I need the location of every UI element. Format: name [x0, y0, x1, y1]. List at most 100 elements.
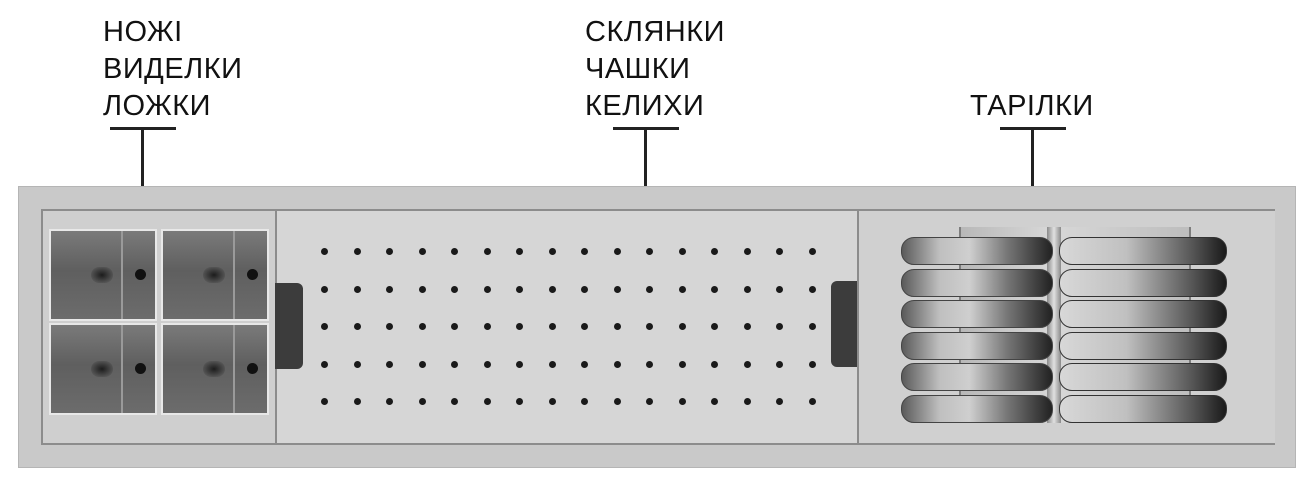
perforation-hole [613, 285, 621, 293]
perforation-hole [548, 248, 556, 255]
cup-wall [121, 231, 123, 319]
perforation-hole [386, 360, 393, 368]
cutlery-label: НОЖІ ВИДЕЛКИ ЛОЖКИ [103, 14, 242, 125]
perforation-hole [808, 285, 816, 293]
perforation-hole [743, 248, 751, 255]
perforation-hole [451, 323, 458, 330]
plate-slot-right [1059, 300, 1227, 328]
perforation-hole [646, 398, 653, 405]
cutlery-leader-stem [141, 128, 144, 190]
perforation-hole [386, 285, 393, 293]
perforation-hole [516, 323, 523, 330]
plates-compartment [857, 211, 1275, 443]
drawer-insert [41, 209, 1275, 445]
perforation-hole [613, 323, 621, 330]
cup-shade [91, 361, 113, 377]
perforation-hole [711, 285, 718, 293]
perforation-hole [743, 285, 751, 293]
cups-label: СКЛЯНКИ ЧАШКИ КЕЛИХИ [585, 14, 725, 125]
perforation-hole [808, 323, 816, 330]
perforation-hole [776, 398, 783, 405]
perforation-hole [711, 248, 718, 255]
cutlery-cup [49, 229, 157, 321]
perforation-hole [548, 285, 556, 293]
perforation-hole [451, 285, 458, 293]
perforation-hole [548, 323, 556, 330]
perforation-hole [581, 323, 588, 330]
perforation-hole [776, 360, 783, 368]
perforation-hole [386, 248, 393, 255]
perforation-hole [451, 248, 458, 255]
cutlery-label-line-1: НОЖІ [103, 16, 183, 48]
cup-drain-hole [247, 269, 258, 280]
perforation-hole [483, 323, 491, 330]
perforation-hole [743, 360, 751, 368]
perforation-hole [613, 360, 621, 368]
perforation-hole [483, 285, 491, 293]
cup-wall [121, 325, 123, 413]
perforation-hole [646, 360, 653, 368]
plate-slot-left [901, 268, 1053, 297]
cups-label-line-1: СКЛЯНКИ [585, 16, 725, 48]
cup-wall [233, 325, 235, 413]
plate-slot-left [901, 331, 1053, 360]
perforation-hole [353, 398, 361, 405]
cup-shade [203, 361, 225, 377]
perforation-hole [516, 285, 523, 293]
perforation-hole [808, 360, 816, 368]
right-handle [831, 281, 859, 367]
cup-shade [203, 267, 225, 283]
perforation-hole [646, 285, 653, 293]
cutlery-compartment [43, 211, 277, 443]
perforation-hole [418, 323, 426, 330]
perforation-hole [321, 248, 328, 255]
cup-wall [233, 231, 235, 319]
perforation-hole [808, 398, 816, 405]
perforation-hole [353, 285, 361, 293]
perforation-hole [776, 323, 783, 330]
cups-label-line-3: КЕЛИХИ [585, 90, 705, 122]
perforation-hole [711, 398, 718, 405]
perforation-hole [678, 398, 686, 405]
plate-slot-right [1059, 237, 1227, 265]
plate-slot-left [901, 300, 1053, 328]
perforation-hole [581, 248, 588, 255]
perforation-hole [743, 398, 751, 405]
perforation-hole [776, 285, 783, 293]
plate-slot-right [1059, 363, 1227, 391]
plate-slot-right [1059, 394, 1227, 423]
cup-shade [91, 267, 113, 283]
perforation-hole [483, 398, 491, 405]
perforation-hole [451, 360, 458, 368]
perforation-hole [386, 323, 393, 330]
plate-slot-right [1059, 331, 1227, 360]
perforation-hole [321, 360, 328, 368]
cup-drain-hole [135, 363, 146, 374]
cups-compartment [275, 211, 859, 443]
plate-slot-right [1059, 268, 1227, 297]
perforation-hole [678, 285, 686, 293]
cutlery-label-line-3: ЛОЖКИ [103, 90, 211, 122]
cutlery-cup [161, 323, 269, 415]
perforation-hole [548, 360, 556, 368]
perforation-hole [483, 360, 491, 368]
plate-slot-left [901, 394, 1053, 423]
perforation-hole [711, 323, 718, 330]
perforation-hole [776, 248, 783, 255]
cutlery-cup [161, 229, 269, 321]
perforation-hole [548, 398, 556, 405]
perforation-hole [451, 398, 458, 405]
perforation-hole [646, 248, 653, 255]
perforation-hole [581, 360, 588, 368]
perforation-hole [581, 285, 588, 293]
perforation-hole [711, 360, 718, 368]
perforation-hole [678, 360, 686, 368]
perforation-hole [516, 398, 523, 405]
cup-drain-hole [247, 363, 258, 374]
drawer-tray [18, 186, 1296, 468]
perforation-hole [581, 398, 588, 405]
perforation-hole [808, 248, 816, 255]
perforation-hole [646, 323, 653, 330]
cutlery-label-line-2: ВИДЕЛКИ [103, 53, 243, 85]
perforation-hole [353, 360, 361, 368]
